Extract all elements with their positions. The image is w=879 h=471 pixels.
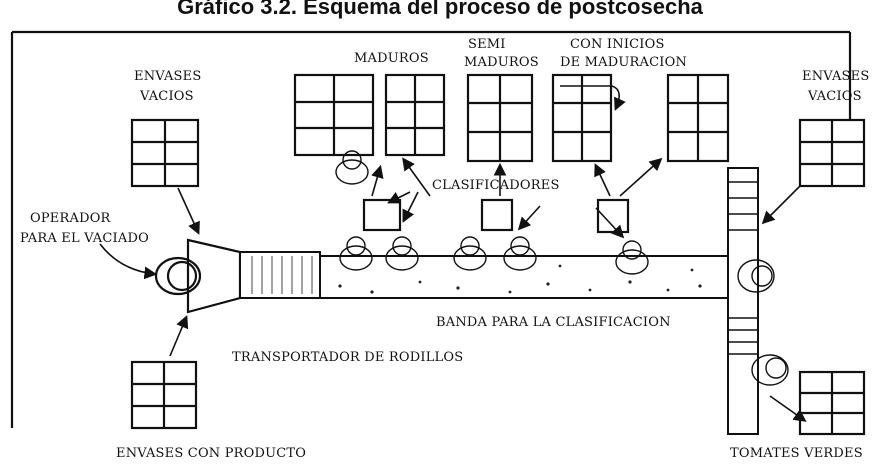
label-semi-maduros: MADUROS xyxy=(464,55,539,70)
crate-con-inicios xyxy=(551,73,613,163)
label-con-inicios: CON INICIOS xyxy=(570,37,665,52)
worker-figure-verdes xyxy=(751,354,789,386)
worker-figure-maduros xyxy=(335,150,369,185)
label-clasificadores: CLASIFICADORES xyxy=(432,178,560,193)
label-operador: OPERADOR xyxy=(30,211,112,226)
label-semi: SEMI xyxy=(468,37,506,52)
crate-maduros-1 xyxy=(293,73,375,157)
bin-1 xyxy=(362,198,402,232)
crate-envases-vacios-right xyxy=(798,118,866,188)
label-envases-vacios-left-2: VACIOS xyxy=(139,89,194,104)
classifier-figure-2 xyxy=(385,236,419,271)
flow-arrows xyxy=(99,85,807,422)
label-tomates-verdes: TOMATES VERDES xyxy=(730,446,863,461)
label-banda: BANDA PARA LA CLASIFICACION xyxy=(436,315,671,330)
diagram-title: Gráfico 3.2. Esquema del proceso de post… xyxy=(177,0,704,19)
label-maduros: MADUROS xyxy=(354,51,429,66)
classifier-figure-3 xyxy=(453,236,487,271)
crate-envases-vacios-left xyxy=(130,118,200,188)
crate-con-inicios-2 xyxy=(666,73,730,163)
classifier-figure-1 xyxy=(339,236,373,271)
classifier-figure-4 xyxy=(503,236,537,271)
label-envases-vacios-right-1: ENVASES xyxy=(802,69,869,84)
crate-semi-maduros xyxy=(466,73,534,163)
crate-tomates-verdes xyxy=(798,370,866,436)
classifier-figure-5 xyxy=(615,240,649,275)
label-envases-vacios-right-2: VACIOS xyxy=(807,89,862,104)
label-para-el-vaciado: PARA EL VACIADO xyxy=(20,231,149,246)
bin-2 xyxy=(480,198,514,232)
label-de-maduracion: DE MADURACION xyxy=(560,55,687,70)
label-transportador: TRANSPORTADOR DE RODILLOS xyxy=(232,350,463,365)
conveyor xyxy=(186,167,759,435)
crate-maduros-2 xyxy=(384,73,446,157)
worker-figure-right xyxy=(737,259,775,293)
roller-texture xyxy=(251,256,313,294)
crate-envases-con-producto xyxy=(130,360,198,430)
label-envases-vacios-left-1: ENVASES xyxy=(134,69,201,84)
label-envases-con-producto: ENVASES CON PRODUCTO xyxy=(116,446,306,461)
